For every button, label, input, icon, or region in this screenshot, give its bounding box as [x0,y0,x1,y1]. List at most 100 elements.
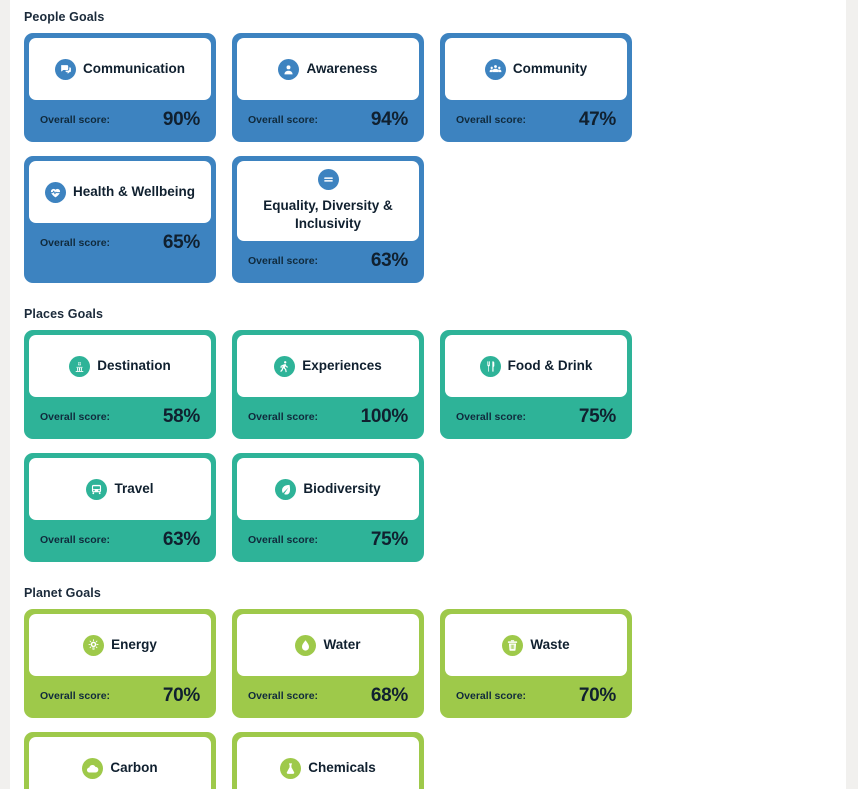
leaf-icon [275,478,297,500]
overall-score-label: Overall score: [40,411,111,424]
overall-score-label: Overall score: [456,114,527,126]
goal-card-label: Biodiversity [303,481,381,497]
section-title-planet: Planet Goals [24,586,101,601]
overall-score-label: Overall score: [456,690,527,703]
overall-score-label: Overall score: [248,114,319,126]
water-drop-icon [295,634,317,656]
overall-score-value: 75% [578,406,616,428]
goal-card-label: Water [323,637,361,653]
goal-card-header: Carbon [82,757,158,779]
goal-card-label: Destination [97,358,171,374]
overall-score-value: 70% [578,685,616,707]
goal-card-score-row: Overall score: 58% [29,397,211,439]
goal-card-inner: Communication [29,38,211,100]
walking-person-icon [274,355,296,377]
cutlery-icon [479,355,501,377]
overall-score-label: Overall score: [40,237,111,249]
goal-card-score-row: Overall score: 63% [237,241,419,283]
goal-card-inner: Experiences [237,335,419,398]
goal-card-header: Waste [502,634,570,656]
trash-bin-icon [502,634,524,656]
overall-score-value: 100% [360,406,409,428]
section-spacer [10,297,846,307]
goal-card-header: Energy [83,634,157,656]
bus-icon [86,478,108,500]
goal-card-label: Community [512,60,588,76]
goal-card-label: Food & Drink [507,358,593,374]
goal-card-score-row: Overall score: 94% [237,100,419,142]
goal-card-inner: Food & Drink [445,335,627,398]
goal-card[interactable]: ChemicalsOverall score:72% [232,732,424,789]
goal-card-header: Experiences [274,355,382,377]
section-title-people: People Goals [24,10,105,24]
goal-card-score-row: Overall score:75% [445,397,627,439]
goal-card-score-row: Overall score: 65% [29,223,211,265]
goal-card-score-row: Overall score:90% [29,100,211,142]
goal-card-score-row: Overall score:70% [29,676,211,718]
overall-score-label: Overall score: [248,690,319,703]
landmark-globe-icon [69,355,91,377]
goal-card-header: Destination [69,355,171,377]
goal-card-label: Experiences [302,358,382,374]
equals-icon [317,169,339,190]
goal-card-header: Health & Wellbeing [44,181,195,203]
overall-score-value: 58% [162,406,200,428]
goal-card-header: Community [484,58,588,80]
overall-score-label: Overall score: [248,255,319,268]
goal-card-score-row: Overall score:100% [237,397,419,439]
overall-score-value: 65% [162,232,200,253]
section-spacer [10,0,846,10]
goal-card-header: Equality, Diversity & Inclusivity [247,169,409,233]
speech-bubble-icon [54,58,76,80]
goal-card-inner: Water [237,614,419,677]
goal-card-inner: Waste [445,614,627,677]
heart-pulse-icon [44,181,66,203]
goal-card-score-row: Overall score:75% [237,520,419,562]
goal-card-label: Travel [114,481,154,497]
overall-score-label: Overall score: [40,534,111,547]
goal-card-header: Awareness [278,58,378,80]
flask-icon [280,757,302,779]
person-circle-icon [278,58,300,80]
section-title-places: Places Goals [24,307,104,322]
goal-card[interactable]: CarbonOverall score:63% [24,732,216,789]
cloud-icon [82,757,104,779]
goal-card-inner: Travel [29,458,211,521]
overall-score-value: 68% [370,685,408,707]
goal-card-label: Energy [111,637,157,653]
goal-card-label: Equality, Diversity & Inclusivity [263,198,393,232]
overall-score-value: 75% [370,529,408,551]
goal-card-label: Awareness [306,60,378,76]
goal-card-label: Waste [530,637,570,653]
overall-score-label: Overall score: [40,690,111,703]
goal-card-header: Biodiversity [275,478,381,500]
goal-card-label: Communication [82,60,185,76]
goal-card-header: Chemicals [280,757,376,779]
lightbulb-icon [83,634,105,656]
overall-score-value: 63% [370,250,408,272]
overall-score-value: 94% [370,109,408,130]
goal-card-header: Food & Drink [479,355,593,377]
goal-card-inner: Health & Wellbeing [29,161,211,223]
overall-score-label: Overall score: [40,114,111,126]
